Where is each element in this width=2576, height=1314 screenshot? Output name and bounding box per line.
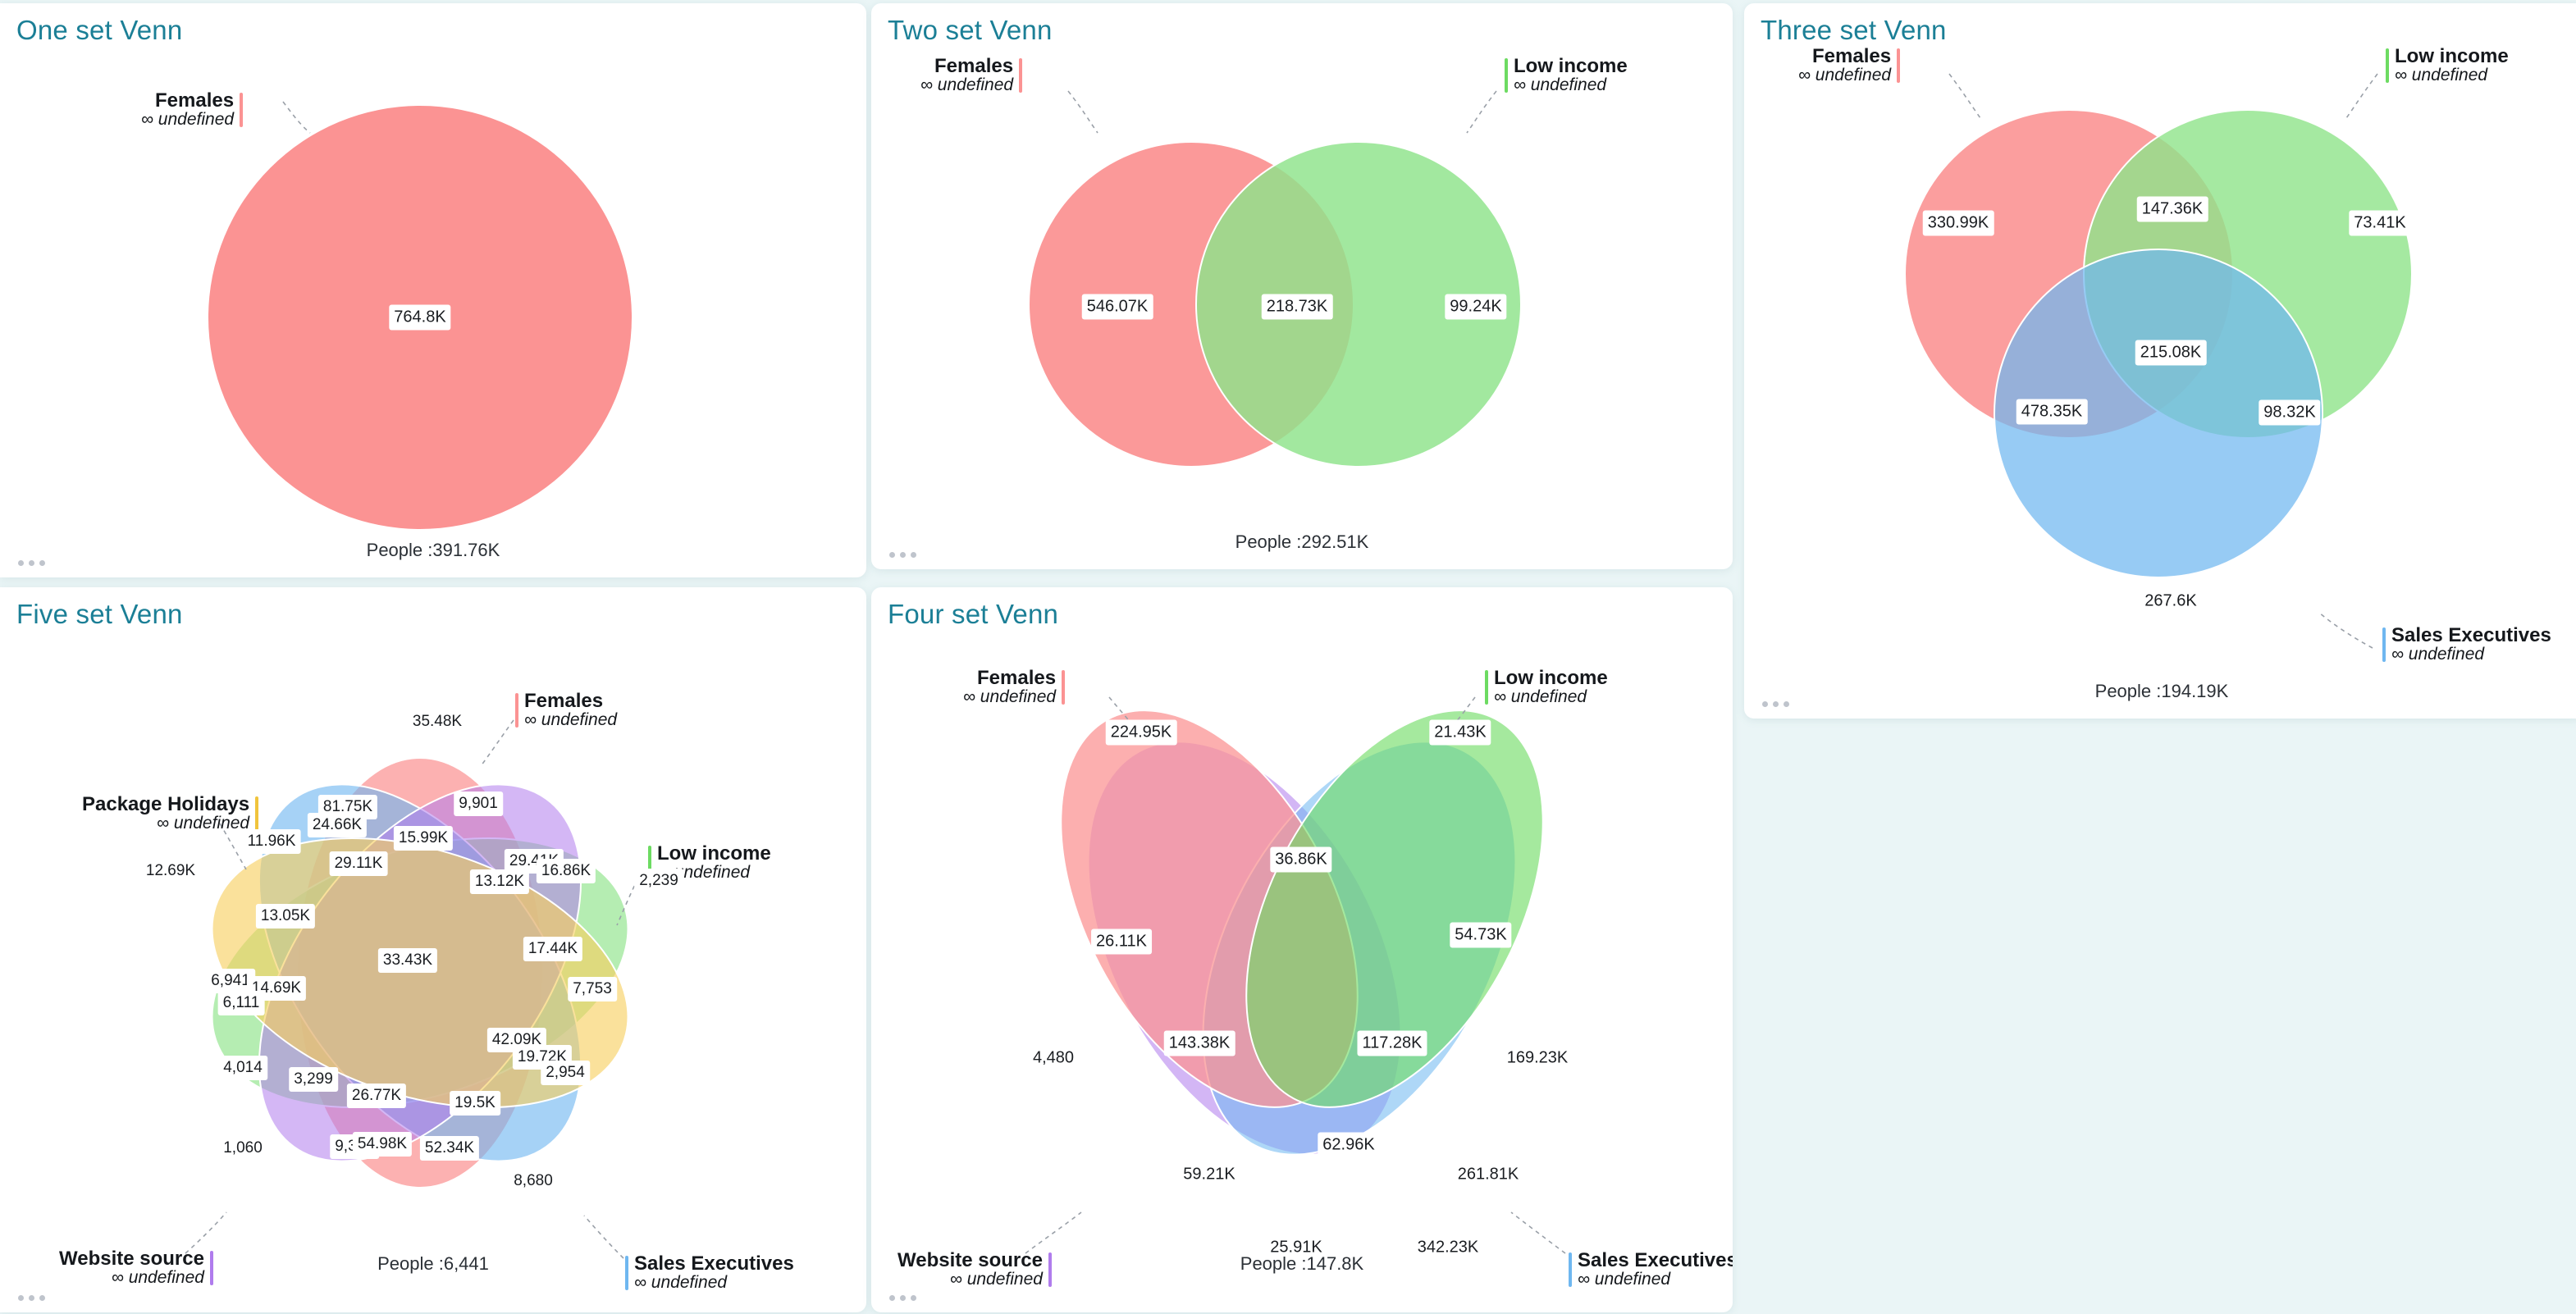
card-two-set-venn[interactable]: Two set Venn Females ∞ undefined Low inc… (871, 3, 1733, 569)
venn-four-set (871, 587, 1733, 1312)
leader-line-package-holidays (219, 823, 247, 870)
page-title-one-set: One set Venn (16, 15, 183, 45)
venn-one-set (0, 3, 866, 577)
card-footer-one-set: People :391.76K (366, 540, 500, 560)
card-five-set-venn[interactable]: Five set Venn Females (0, 587, 866, 1312)
leader-line-website-source (1025, 1211, 1082, 1254)
venn-three-set (1744, 3, 2576, 719)
card-footer-five-set: People :6,441 (377, 1253, 489, 1274)
card-four-set-venn[interactable]: Four set Venn Females ∞ undefined (871, 587, 1733, 1312)
leader-line-sales-executives (583, 1215, 624, 1259)
card-menu-four-set[interactable] (889, 1295, 916, 1301)
leader-line-females (1067, 90, 1098, 134)
leader-line-low-income (616, 870, 642, 926)
card-footer-three-set: People :194.19K (2094, 681, 2229, 701)
venn-circle-sales-executives (1994, 249, 2323, 578)
card-menu-two-set[interactable] (889, 552, 916, 558)
venn-five-set (0, 587, 866, 1312)
leader-line-low-income (1466, 90, 1497, 134)
venn-circle-females (208, 106, 632, 529)
leader-line-females (480, 719, 514, 767)
leader-line-sales-executives (1510, 1211, 1566, 1254)
card-three-set-venn[interactable]: Three set Venn Females ∞ undefined Low i… (1744, 3, 2576, 719)
card-one-set-venn[interactable]: One set Venn Females ∞ undefined 764.8K … (0, 3, 866, 577)
leader-line-website-source (185, 1211, 227, 1254)
leader-line-females (1948, 73, 1981, 119)
card-menu-one-set[interactable] (18, 560, 45, 566)
card-footer-two-set: People :292.51K (1235, 532, 1369, 552)
page-title-five-set: Five set Venn (16, 599, 183, 629)
leader-line-sales-executives (2318, 611, 2373, 649)
venn-two-set (871, 3, 1733, 569)
card-menu-five-set[interactable] (18, 1295, 45, 1301)
page-title-two-set: Two set Venn (888, 15, 1053, 45)
page-title-four-set: Four set Venn (888, 599, 1059, 629)
card-footer-four-set: People :147.8K (1240, 1253, 1364, 1274)
page-title-three-set: Three set Venn (1761, 15, 1947, 45)
venn-circle-low-income (1195, 141, 1522, 468)
leader-line-females (282, 101, 311, 134)
card-menu-three-set[interactable] (1762, 701, 1789, 707)
leader-line-low-income (2345, 73, 2378, 119)
